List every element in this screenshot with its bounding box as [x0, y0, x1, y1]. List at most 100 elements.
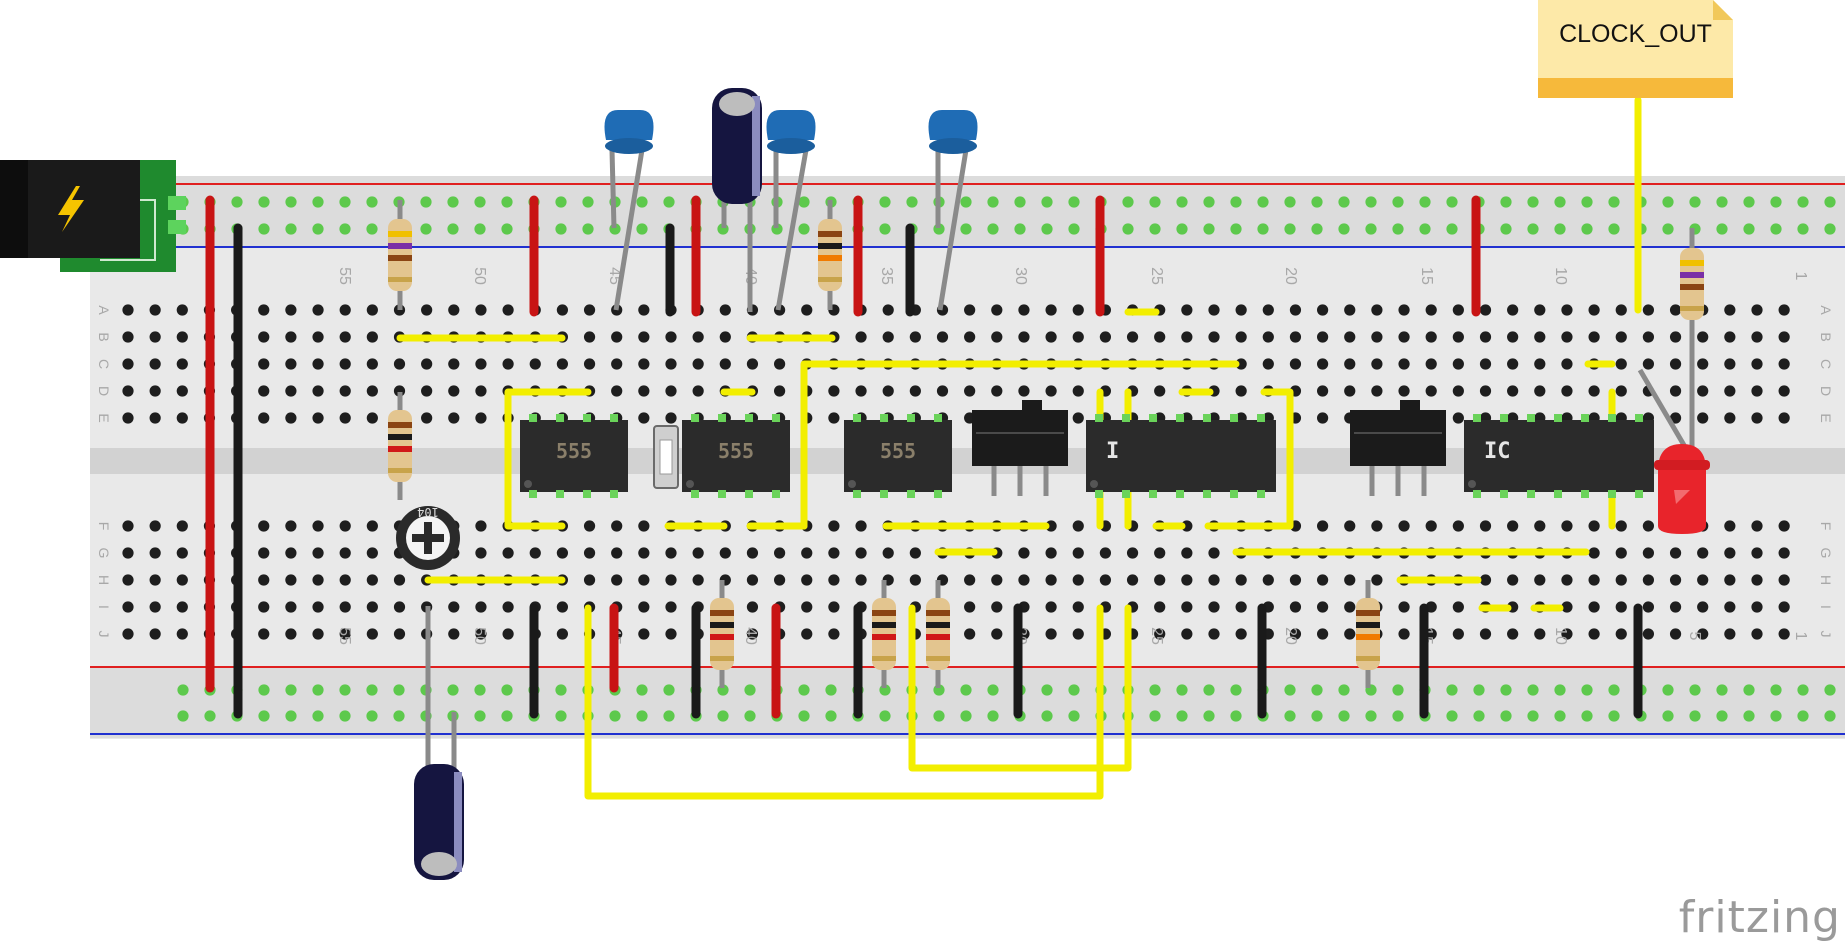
hole[interactable] [312, 574, 324, 586]
hole[interactable] [1669, 628, 1682, 640]
rail-hole[interactable] [258, 196, 270, 208]
hole[interactable] [1371, 304, 1383, 316]
hole[interactable] [583, 331, 596, 343]
rail-hole[interactable] [1068, 684, 1080, 696]
hole[interactable] [1615, 547, 1627, 559]
rail-hole[interactable] [1689, 196, 1701, 208]
hole[interactable] [1317, 601, 1329, 613]
rail-hole[interactable] [1770, 223, 1782, 235]
hole[interactable] [1507, 304, 1519, 316]
rail-hole[interactable] [1662, 223, 1674, 235]
rail-hole[interactable] [1338, 196, 1350, 208]
hole[interactable] [774, 547, 786, 559]
hole[interactable] [529, 358, 541, 370]
hole[interactable] [746, 601, 759, 613]
hole[interactable] [502, 601, 514, 613]
rail-hole[interactable] [1149, 196, 1161, 208]
rail-hole[interactable] [420, 196, 432, 208]
ic-chip[interactable]: 555 [682, 414, 790, 498]
rail-hole[interactable] [1284, 223, 1296, 235]
hole[interactable] [1371, 520, 1383, 532]
hole[interactable] [1289, 331, 1302, 343]
hole[interactable] [502, 628, 514, 640]
resistor[interactable] [388, 200, 412, 310]
hole[interactable] [855, 331, 867, 343]
hole[interactable] [583, 304, 596, 316]
hole[interactable] [1778, 574, 1790, 586]
hole[interactable] [339, 412, 351, 424]
hole[interactable] [1371, 358, 1383, 370]
hole[interactable] [312, 385, 324, 397]
rail-hole[interactable] [447, 223, 459, 235]
rail-hole[interactable] [744, 684, 756, 696]
rail-hole[interactable] [582, 196, 594, 208]
hole[interactable] [1507, 385, 1519, 397]
hole[interactable] [801, 574, 813, 586]
hole[interactable] [366, 412, 378, 424]
hole[interactable] [1452, 385, 1464, 397]
rail-hole[interactable] [879, 710, 891, 722]
hole[interactable] [611, 358, 623, 370]
rail-hole[interactable] [393, 684, 405, 696]
hole[interactable] [1181, 547, 1193, 559]
hole[interactable] [1018, 574, 1030, 586]
hole[interactable] [1317, 385, 1329, 397]
hole[interactable] [1669, 574, 1682, 586]
hole[interactable] [1588, 304, 1600, 316]
hole[interactable] [1126, 547, 1139, 559]
hole[interactable] [122, 358, 134, 370]
hole[interactable] [882, 331, 894, 343]
rail-hole[interactable] [933, 710, 945, 722]
led-icon[interactable] [1637, 340, 1710, 534]
hole[interactable] [1778, 358, 1790, 370]
hole[interactable] [1425, 385, 1437, 397]
hole[interactable] [1669, 601, 1682, 613]
hole[interactable] [1778, 304, 1790, 316]
hole[interactable] [1099, 547, 1111, 559]
hole[interactable] [312, 601, 324, 613]
hole[interactable] [1479, 628, 1492, 640]
rail-hole[interactable] [825, 710, 837, 722]
rail-hole[interactable] [1203, 196, 1215, 208]
hole[interactable] [1181, 574, 1193, 586]
hole[interactable] [258, 304, 270, 316]
hole[interactable] [583, 547, 596, 559]
hole[interactable] [339, 547, 351, 559]
rail-hole[interactable] [1041, 684, 1053, 696]
hole[interactable] [1045, 385, 1057, 397]
hole[interactable] [1507, 358, 1519, 370]
hole[interactable] [692, 358, 704, 370]
hole[interactable] [1018, 547, 1030, 559]
hole[interactable] [258, 628, 270, 640]
hole[interactable] [1452, 331, 1464, 343]
hole[interactable] [1018, 331, 1030, 343]
hole[interactable] [828, 628, 840, 640]
hole[interactable] [1344, 601, 1356, 613]
hole[interactable] [1208, 628, 1220, 640]
hole[interactable] [1208, 331, 1220, 343]
hole[interactable] [1289, 601, 1302, 613]
hole[interactable] [149, 304, 161, 316]
hole[interactable] [529, 547, 541, 559]
hole[interactable] [366, 304, 378, 316]
rail-hole[interactable] [1473, 710, 1485, 722]
hole[interactable] [719, 331, 731, 343]
rail-hole[interactable] [231, 196, 243, 208]
rail-hole[interactable] [339, 710, 351, 722]
hole[interactable] [1724, 358, 1736, 370]
hole[interactable] [285, 547, 297, 559]
hole[interactable] [339, 304, 351, 316]
hole[interactable] [1588, 547, 1600, 559]
hole[interactable] [1262, 331, 1274, 343]
hole[interactable] [1317, 574, 1329, 586]
hole[interactable] [149, 547, 161, 559]
hole[interactable] [1398, 628, 1410, 640]
hole[interactable] [719, 304, 731, 316]
rail-hole[interactable] [1770, 710, 1782, 722]
hole[interactable] [258, 331, 270, 343]
hole[interactable] [1588, 628, 1600, 640]
rail-hole[interactable] [1014, 196, 1026, 208]
hole[interactable] [366, 520, 378, 532]
rail-hole[interactable] [1311, 710, 1323, 722]
rail-hole[interactable] [312, 196, 324, 208]
